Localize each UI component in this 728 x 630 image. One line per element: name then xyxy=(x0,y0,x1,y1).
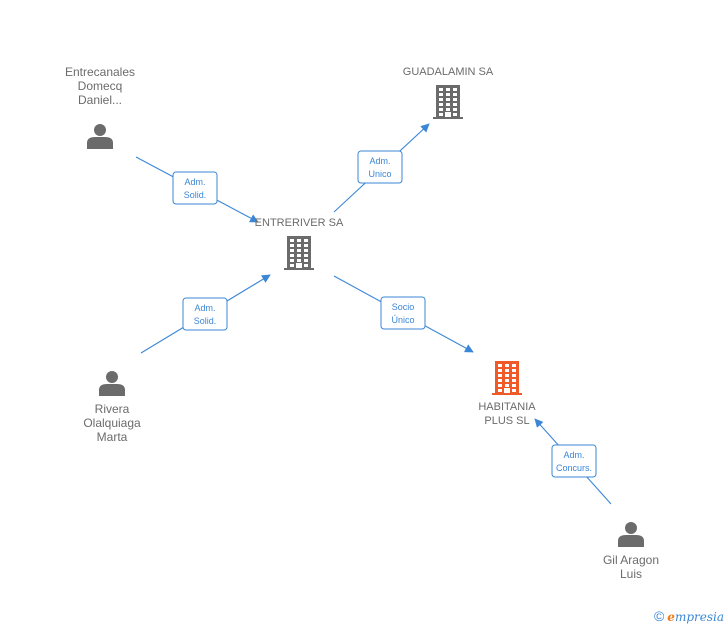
edge-rivera-to-entreriver: Adm. Solid. xyxy=(140,274,271,354)
node-label: Luis xyxy=(620,567,642,581)
building-icon xyxy=(284,236,314,270)
node-label: Olalquiaga xyxy=(83,416,141,430)
edge-label-text: Solid. xyxy=(194,316,217,326)
edge-label-box xyxy=(182,297,228,331)
edge-label-text: Adm. xyxy=(563,450,584,460)
node-label: Marta xyxy=(97,430,128,444)
edge-label-text: Concurs. xyxy=(556,463,592,473)
edge-label-text: Único xyxy=(391,315,414,325)
person-icon xyxy=(618,522,644,547)
node-label: Rivera xyxy=(95,402,130,416)
person-icon xyxy=(99,371,125,396)
person-icon xyxy=(87,124,113,149)
edge-label-text: Adm. xyxy=(369,156,390,166)
edge-label-box xyxy=(551,444,597,478)
node-label: Gil Aragon xyxy=(603,553,659,567)
building-icon xyxy=(492,361,522,395)
node-label: GUADALAMIN SA xyxy=(403,66,494,78)
edge-label-text: Adm. xyxy=(194,303,215,313)
node-label: PLUS SL xyxy=(484,415,529,427)
brand-watermark: ©empresia xyxy=(654,608,724,624)
edge-label-text: Unico xyxy=(368,169,391,179)
node-label: ENTRERIVER SA xyxy=(255,217,344,229)
edge-gil-to-habitania: Adm. Concurs. xyxy=(534,418,612,505)
brand-initial: e xyxy=(667,610,675,624)
node-guadalamin[interactable]: GUADALAMIN SA xyxy=(403,66,494,119)
edge-label-text: Socio xyxy=(392,302,415,312)
edge-entreriver-to-guadalamin: Adm. Unico xyxy=(333,123,430,213)
node-label: Daniel... xyxy=(78,93,122,107)
copyright-icon: © xyxy=(653,608,665,624)
node-label: Entrecanales xyxy=(65,65,135,79)
edge-label-box xyxy=(357,150,403,184)
edge-label-box xyxy=(172,171,218,205)
edge-label-text: Solid. xyxy=(184,190,207,200)
edge-label-box xyxy=(380,296,426,330)
building-icon xyxy=(433,85,463,119)
edge-label-text: Adm. xyxy=(184,177,205,187)
edge-entrecanales-to-entreriver: Adm. Solid. xyxy=(135,156,259,223)
node-habitania[interactable]: HABITANIA PLUS SL xyxy=(478,361,536,427)
node-label: HABITANIA xyxy=(478,401,536,413)
node-entreriver[interactable]: ENTRERIVER SA xyxy=(255,217,344,270)
node-entrecanales[interactable]: EntrecanalesDomecqDaniel... xyxy=(65,65,135,149)
brand-name: mpresia xyxy=(674,610,724,624)
node-label: Domecq xyxy=(78,79,123,93)
